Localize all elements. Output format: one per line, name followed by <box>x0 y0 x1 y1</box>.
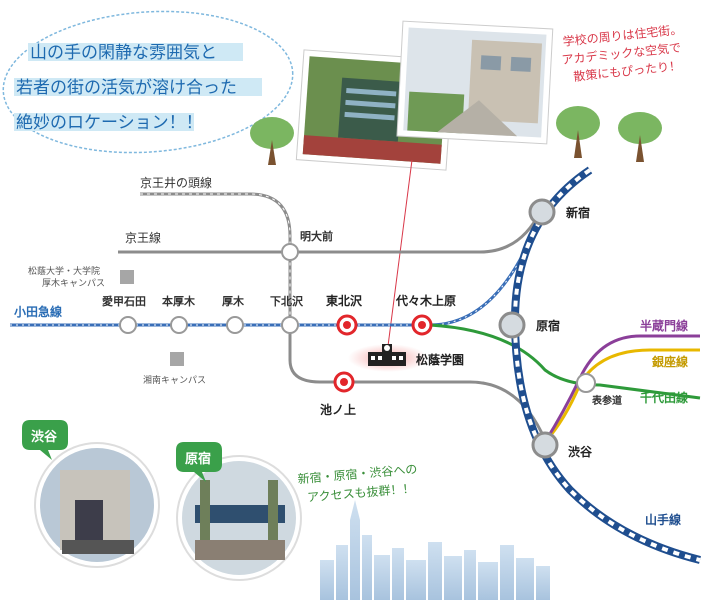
label-keio-inokashira: 京王井の頭線 <box>140 175 212 190</box>
station-aiko-ishida[interactable] <box>119 316 137 334</box>
label-shinjuku: 新宿 <box>566 205 590 220</box>
note-bottom-line2: アクセスも抜群！！ <box>307 481 415 504</box>
label-yamanote: 山手線 <box>645 512 681 527</box>
photo-residential <box>396 20 554 145</box>
station-harajuku[interactable] <box>498 311 526 339</box>
badge-shibuya: 渋谷 <box>22 420 68 460</box>
badge-harajuku-label: 原宿 <box>185 451 211 467</box>
label-ikenoue: 池ノ上 <box>320 402 356 417</box>
label-keio: 京王線 <box>125 230 161 245</box>
station-omotesando[interactable] <box>576 373 596 393</box>
label-higashi-kitazawa: 東北沢 <box>326 293 363 308</box>
header-line2: 若者の街の活気が溶け合った <box>16 78 237 98</box>
label-chiyoda: 千代田線 <box>640 390 688 405</box>
campus-shonan-marker <box>170 352 184 366</box>
skyline-icon <box>320 500 550 600</box>
tree-icon <box>556 106 600 158</box>
station-atsugi[interactable] <box>226 316 244 334</box>
tree-icon <box>250 117 294 165</box>
station-shibuya[interactable] <box>531 431 559 459</box>
label-ginza: 銀座線 <box>651 354 688 369</box>
school-name: 松蔭学園 <box>416 352 464 367</box>
yamanote-line <box>510 166 701 564</box>
tree-icon <box>618 112 662 162</box>
note-top-right: 学校の周りは住宅街。 アカデミックな空気で 散策にもぴったり！ <box>561 21 683 84</box>
badge-shibuya-label: 渋谷 <box>31 429 58 445</box>
note-bottom: 新宿・原宿・渋谷への アクセスも抜群！！ <box>297 461 418 505</box>
label-atsugi: 厚木 <box>222 294 245 308</box>
label-odakyu: 小田急線 <box>14 304 62 319</box>
label-shibuya: 渋谷 <box>568 444 593 459</box>
header-line3: 絶妙のロケーション！！ <box>16 113 203 133</box>
label-hon-atsugi: 本厚木 <box>162 294 196 308</box>
label-yoyogi-uehara: 代々木上原 <box>395 293 456 308</box>
inokashira-south <box>288 330 547 441</box>
station-hon-atsugi[interactable] <box>170 316 188 334</box>
label-aiko-ishida: 愛甲石田 <box>102 294 146 308</box>
header-line1: 山の手の閑静な雰囲気と <box>30 43 217 63</box>
campus-shonan-label: 湘南キャンパス <box>143 374 206 386</box>
campus-atsugi-line2: 厚木キャンパス <box>42 277 105 289</box>
campus-atsugi-marker <box>120 270 134 284</box>
school-building-icon[interactable] <box>368 344 406 366</box>
photo-shibuya <box>34 442 160 568</box>
station-meidaimae[interactable] <box>281 243 299 261</box>
campus-atsugi-line1: 松蔭大学・大学院 <box>28 265 100 277</box>
header-bubble: 山の手の閑静な雰囲気と 若者の街の活気が溶け合った 絶妙のロケーション！！ <box>2 10 294 154</box>
label-omotesando: 表参道 <box>591 394 622 407</box>
keio-inokashira-line <box>140 192 292 320</box>
label-meidaimae: 明大前 <box>300 229 333 243</box>
label-hanzomon: 半蔵門線 <box>640 318 688 333</box>
photo-harajuku <box>176 455 302 581</box>
station-shinjuku[interactable] <box>528 198 556 226</box>
badge-harajuku: 原宿 <box>176 442 222 482</box>
label-harajuku: 原宿 <box>536 318 560 333</box>
station-shimokitazawa[interactable] <box>281 316 299 334</box>
label-shimokitazawa: 下北沢 <box>270 294 304 308</box>
